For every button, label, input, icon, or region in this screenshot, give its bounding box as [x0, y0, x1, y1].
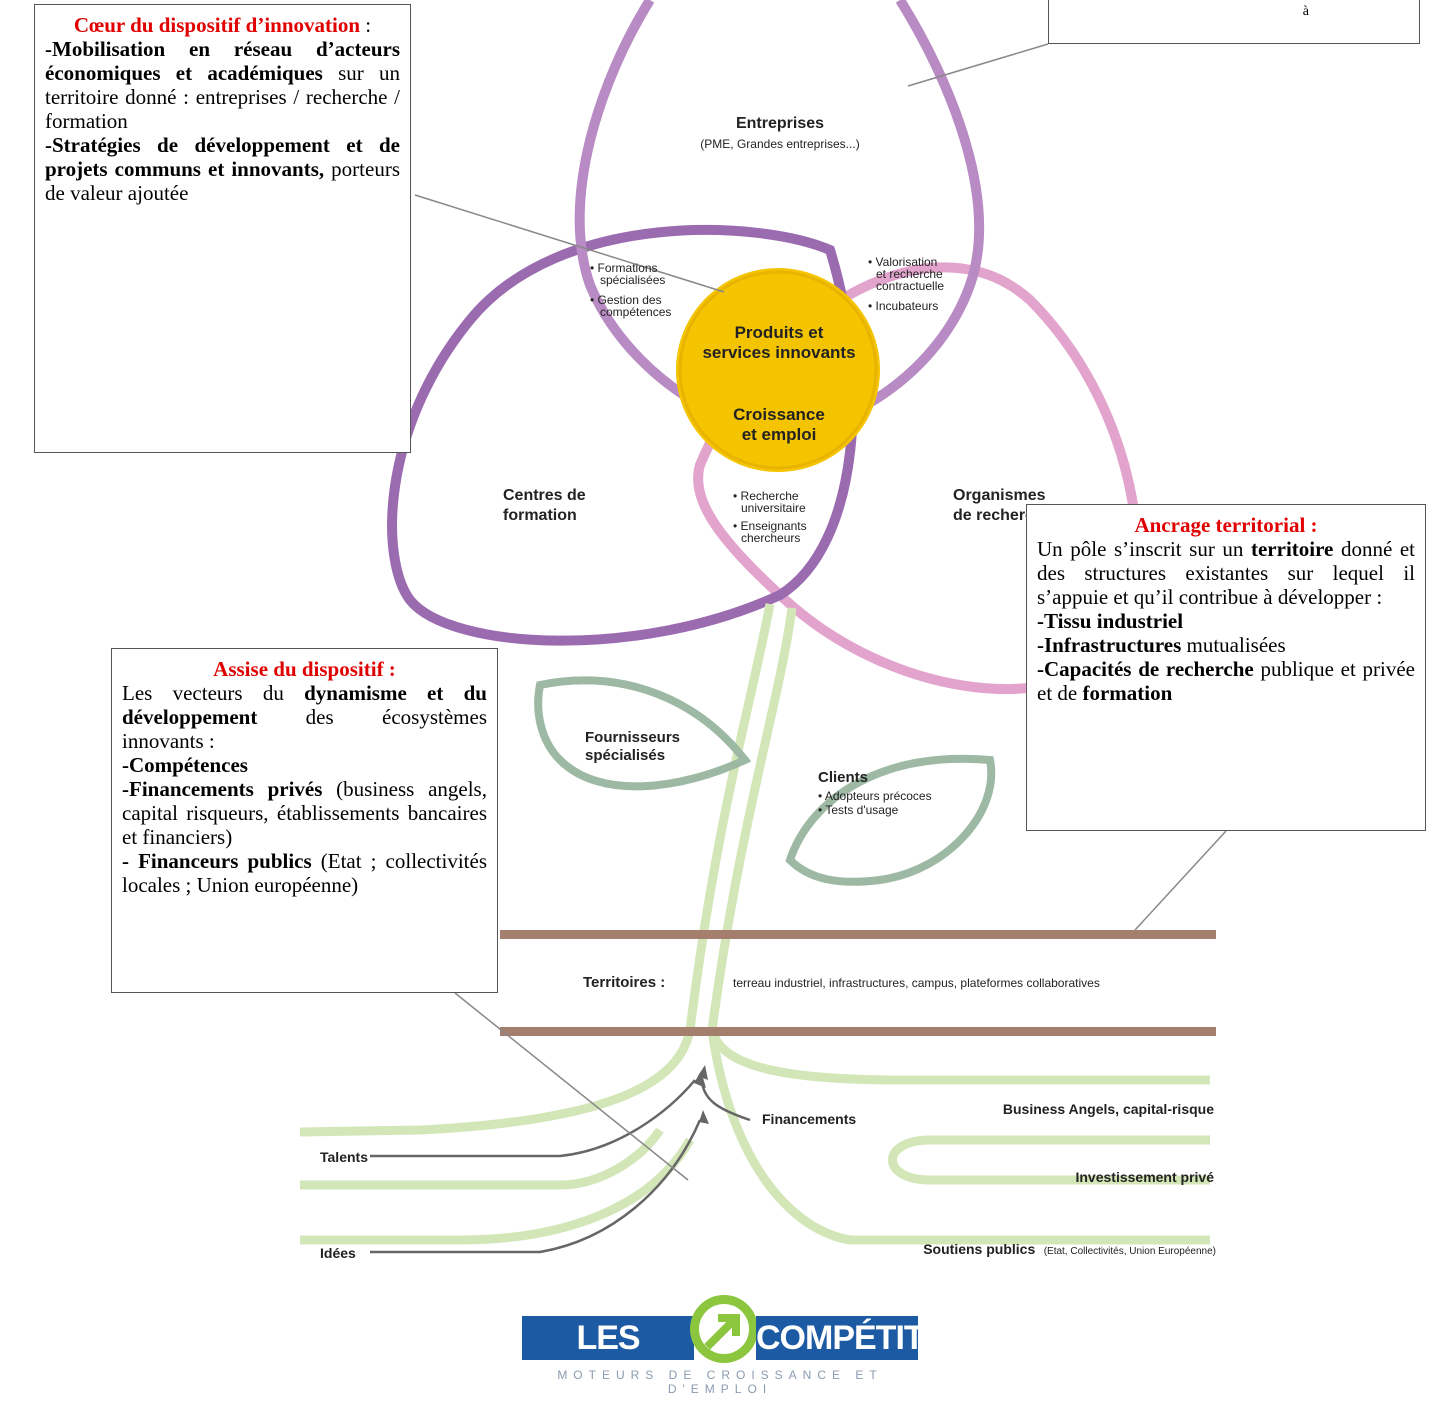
- callout-coeur: Cœur du dispositif d’innovation : -Mobil…: [34, 4, 411, 453]
- callout-ancrage: Ancrage territorial : Un pôle s’inscrit …: [1026, 504, 1426, 831]
- root-soutiens-bold: Soutiens publics: [923, 1241, 1035, 1257]
- leaf-left: [534, 676, 752, 791]
- overlap-tl-line-2: spécialisées: [600, 273, 665, 287]
- label-entreprises: Entreprises: [736, 115, 824, 132]
- callout-coeur-p1-rest: sur un territoire donné : entreprises / …: [45, 61, 400, 133]
- overlap-tl-line-4: compétences: [600, 305, 671, 319]
- callout-ancrage-i1: -Tissu industriel: [1037, 609, 1184, 633]
- label-centres-2: formation: [503, 507, 577, 524]
- callout-connectors: [414, 43, 1227, 1181]
- root-arrows: [370, 1065, 751, 1254]
- label-organismes-1: Organismes: [953, 487, 1046, 504]
- label-centres-1: Centres de: [503, 487, 586, 504]
- callout-coeur-p2-rest: porteurs de valeur ajoutée: [45, 157, 400, 205]
- overlap-top-right: • Valorisation et recherche contractuell…: [868, 255, 944, 313]
- callout-ancrage-intro-bold: territoire: [1250, 537, 1334, 561]
- callout-assise: Assise du dispositif : Les vecteurs du d…: [111, 648, 498, 993]
- callout-assise-title: Assise du dispositif :: [213, 657, 396, 681]
- overlap-tr-line-1: • Valorisation: [868, 255, 937, 269]
- overlap-tr-line-2: et recherche: [876, 267, 943, 281]
- overlap-tl-line-3: • Gestion des: [590, 293, 662, 307]
- callout-ancrage-intro-b: donné et des structures existantes sur l…: [1037, 537, 1415, 609]
- logo-left-word: LES PÔLES DE: [522, 1316, 694, 1401]
- callout-top-right: à: [1048, 0, 1420, 44]
- overlap-bottom: • Recherche universitaire • Enseignants …: [733, 489, 807, 545]
- leaf-left-line-2: spécialisés: [585, 747, 665, 764]
- root-investissement: Investissement privé: [1075, 1169, 1214, 1185]
- root-soutiens: Soutiens publics (Etat, Collectivités, U…: [923, 1241, 1216, 1258]
- callout-assise-i2-rest: (business angels, capital risqueurs, éta…: [122, 777, 487, 849]
- callout-coeur-title: Cœur du dispositif d’innovation: [73, 13, 361, 37]
- leaf-right-item-2: • Tests d'usage: [818, 803, 899, 817]
- callout-ancrage-i2-rest: mutualisées: [1181, 633, 1286, 657]
- label-entreprises-sub: (PME, Grandes entreprises...): [700, 137, 859, 151]
- overlap-tl-line-1: • Formations: [590, 261, 658, 275]
- leaf-right-title: Clients: [818, 769, 868, 786]
- overlap-tr-line-4: • Incubateurs: [868, 299, 938, 313]
- center-circle: [676, 268, 880, 472]
- callout-assise-i1: -Compétences: [122, 753, 248, 777]
- overlap-b-line-3: • Enseignants: [733, 519, 807, 533]
- overlap-b-line-2: universitaire: [741, 501, 806, 515]
- callout-ancrage-i3-rest: publique et privée et de: [1037, 657, 1415, 705]
- callout-assise-intro-b: des écosystèmes innovants :: [122, 705, 487, 753]
- root-business: Business Angels, capital-risque: [1003, 1101, 1214, 1117]
- callout-assise-i3-rest: (Etat ; collectivités locales ; Union eu…: [122, 849, 487, 897]
- root-talents: Talents: [320, 1149, 368, 1165]
- callout-assise-i2-bold: -Financements privés: [122, 777, 323, 801]
- callout-ancrage-i2-bold: -Infrastructures: [1037, 633, 1182, 657]
- callout-coeur-title-suffix: :: [360, 13, 372, 37]
- callout-ancrage-intro-a: Un pôle s’inscrit sur un: [1037, 537, 1251, 561]
- petal-left: [387, 224, 858, 646]
- root-financements: Financements: [762, 1111, 856, 1127]
- callout-ancrage-i3-bold: -Capacités de recherche: [1037, 657, 1254, 681]
- callout-coeur-p1-bold: -Mobilisation en réseau d’acteurs économ…: [45, 37, 400, 85]
- callout-assise-i3-bold: - Financeurs publics: [122, 849, 312, 873]
- logo-arrow-icon: [690, 1295, 758, 1363]
- center-top-line-2: services innovants: [702, 343, 855, 362]
- callout-assise-intro-bold: dynamisme et du développement: [122, 681, 487, 729]
- callout-ancrage-title: Ancrage territorial :: [1134, 513, 1318, 537]
- root-soutiens-small: (Etat, Collectivités, Union Européenne): [1044, 1246, 1216, 1257]
- root-idees: Idées: [320, 1245, 356, 1261]
- overlap-b-line-1: • Recherche: [733, 489, 799, 503]
- overlap-tr-line-3: contractuelle: [876, 279, 944, 293]
- stem: [299, 603, 1210, 1245]
- callout-ancrage-i3-bold2: formation: [1082, 681, 1173, 705]
- logo-right-word: COMPÉTITIVITÉ: [756, 1316, 1005, 1360]
- territoires-text: terreau industriel, infrastructures, cam…: [733, 976, 1100, 990]
- callout-assise-intro-a: Les vecteurs du: [122, 681, 305, 705]
- callout-top-right-fragment: à: [1302, 4, 1309, 19]
- center-top-line-1: Produits et: [735, 323, 824, 342]
- overlap-top-left: • Formations spécialisées • Gestion des …: [590, 261, 671, 319]
- leaf-left-line-1: Fournisseurs: [585, 729, 680, 746]
- center-bottom-line-2: et emploi: [742, 425, 817, 444]
- poles-competitivite-logo: LES PÔLES DE COMPÉTITIVITÉ MOTEURS DE CR…: [520, 1292, 1005, 1401]
- leaf-right: [785, 754, 996, 886]
- ground-bands: [500, 930, 1216, 1036]
- center-bottom-line-1: Croissance: [733, 405, 825, 424]
- territoires-label: Territoires :: [583, 974, 665, 991]
- callout-coeur-p2-bold: -Stratégies de développement et de proje…: [45, 133, 400, 181]
- leaf-right-item-1: • Adopteurs précoces: [818, 789, 932, 803]
- overlap-b-line-4: chercheurs: [741, 531, 800, 545]
- logo-tagline: MOTEURS DE CROISSANCE ET D'EMPLOI: [557, 1368, 883, 1396]
